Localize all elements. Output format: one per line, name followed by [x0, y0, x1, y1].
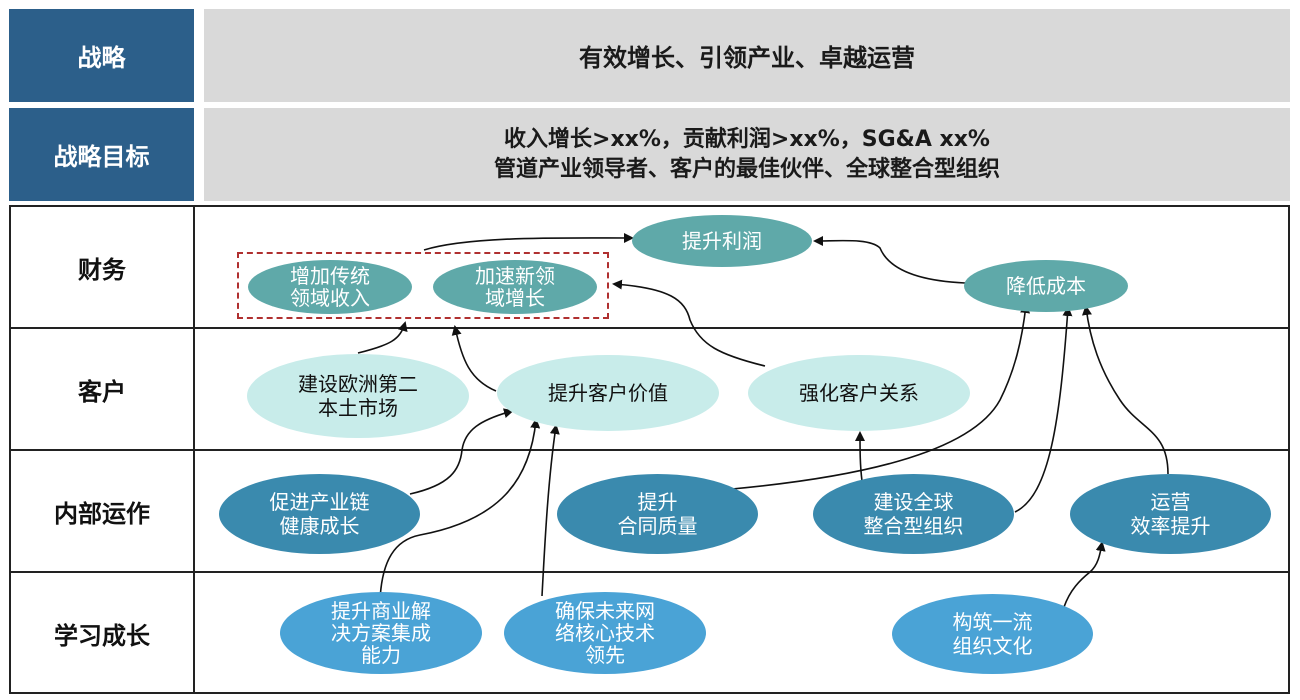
row-label-internal: 内部运作 [54, 499, 150, 528]
row-label-finance: 财务 [78, 255, 126, 284]
strategy-label: 战略 [9, 9, 194, 102]
node-europe-market-line-1: 建设欧洲第二 [298, 372, 418, 396]
node-reduce-cost: 降低成本 [964, 260, 1128, 312]
node-org-culture: 构筑一流 组织文化 [892, 594, 1093, 674]
arrow-ops-to-cost [1082, 305, 1169, 475]
node-customer-value-label: 提升客户价值 [548, 381, 668, 405]
arrow-chain-to-value [409, 408, 514, 495]
node-industry-chain-line-2: 健康成长 [279, 514, 360, 538]
strategy-text: 有效增长、引领产业、卓越运营 [579, 44, 915, 72]
node-europe-market-line-2: 本土市场 [318, 396, 398, 420]
node-business-solutions-line-3: 能力 [361, 643, 401, 667]
strategy-goal-line-2: 管道产业领导者、客户的最佳伙伴、全球整合型组织 [493, 156, 1000, 182]
node-global-organization-line-2: 整合型组织 [863, 514, 964, 538]
arrow-contract-to-cost [731, 303, 1031, 490]
node-ops-efficiency-line-1: 运营 [1150, 490, 1191, 514]
strategy-map-grid [9, 205, 1290, 694]
node-reduce-cost-label: 降低成本 [1006, 274, 1086, 298]
node-customer-value: 提升客户价值 [497, 355, 719, 431]
node-industry-chain: 促进产业链 健康成长 [219, 474, 420, 554]
node-contract-quality-line-1: 提升 [637, 490, 678, 514]
strategy-content: 有效增长、引领产业、卓越运营 [204, 9, 1290, 102]
arrow-cost-to-profit [813, 235, 966, 284]
node-tech-leadership-line-3: 领先 [585, 643, 625, 667]
arrow-relation-to-newgrowth [612, 279, 766, 367]
row-divider-1 [11, 327, 1288, 329]
node-tech-leadership-line-2: 络核心技术 [555, 621, 655, 645]
row-label-customer: 客户 [78, 377, 126, 406]
node-raise-profit: 提升利润 [632, 215, 812, 267]
node-raise-profit-label: 提升利润 [682, 229, 762, 253]
node-global-organization: 建设全球 整合型组织 [813, 474, 1014, 554]
node-europe-market: 建设欧洲第二 本土市场 [247, 354, 469, 438]
node-ops-efficiency: 运营 效率提升 [1070, 474, 1271, 554]
arrow-tech-to-value [541, 424, 560, 597]
node-traditional-income: 增加传统 领域收入 [248, 260, 412, 314]
node-contract-quality-line-2: 合同质量 [617, 514, 698, 538]
node-traditional-income-line-1: 增加传统 [290, 264, 370, 288]
strategy-goal-content: 收入增长>xx%，贡献利润>xx%，SG&A xx% 管道产业领导者、客户的最佳… [204, 108, 1290, 201]
revenue-growth-group [237, 252, 609, 319]
node-org-culture-line-2: 组织文化 [952, 634, 1033, 658]
arrow-group-to-profit [423, 232, 634, 251]
node-traditional-income-line-2: 领域收入 [290, 286, 370, 310]
node-tech-leadership-line-1: 确保未来网 [555, 599, 655, 623]
strategy-goal-label: 战略目标 [9, 108, 194, 201]
node-new-domain-growth-line-2: 域增长 [485, 286, 545, 310]
node-global-organization-line-1: 建设全球 [873, 490, 954, 514]
row-divider-3 [11, 571, 1288, 573]
row-divider-2 [11, 449, 1288, 451]
node-ops-efficiency-line-2: 效率提升 [1130, 514, 1211, 538]
arrow-globalorg-to-relation [855, 431, 866, 482]
node-org-culture-line-1: 构筑一流 [952, 610, 1033, 634]
strategy-goal-line-1: 收入增长>xx%，贡献利润>xx%，SG&A xx% [504, 126, 990, 152]
node-new-domain-growth: 加速新领 域增长 [433, 260, 597, 314]
arrow-globalorg-to-cost [1014, 306, 1073, 513]
row-label-learning: 学习成长 [54, 621, 150, 650]
node-business-solutions-line-1: 提升商业解 [331, 599, 431, 623]
node-customer-relation-label: 强化客户关系 [799, 381, 919, 405]
node-customer-relation: 强化客户关系 [748, 355, 970, 431]
arrow-solution-to-value [379, 418, 541, 601]
node-business-solutions: 提升商业解 决方案集成 能力 [280, 592, 482, 674]
node-business-solutions-line-2: 决方案集成 [331, 621, 431, 645]
node-contract-quality: 提升 合同质量 [557, 474, 758, 554]
arrow-value-to-group [451, 325, 497, 392]
node-new-domain-growth-line-1: 加速新领 [475, 264, 555, 288]
node-industry-chain-line-1: 促进产业链 [269, 490, 370, 514]
arrow-culture-to-ops [1063, 541, 1106, 608]
arrow-europe-to-group [357, 321, 408, 354]
node-tech-leadership: 确保未来网 络核心技术 领先 [504, 592, 706, 674]
